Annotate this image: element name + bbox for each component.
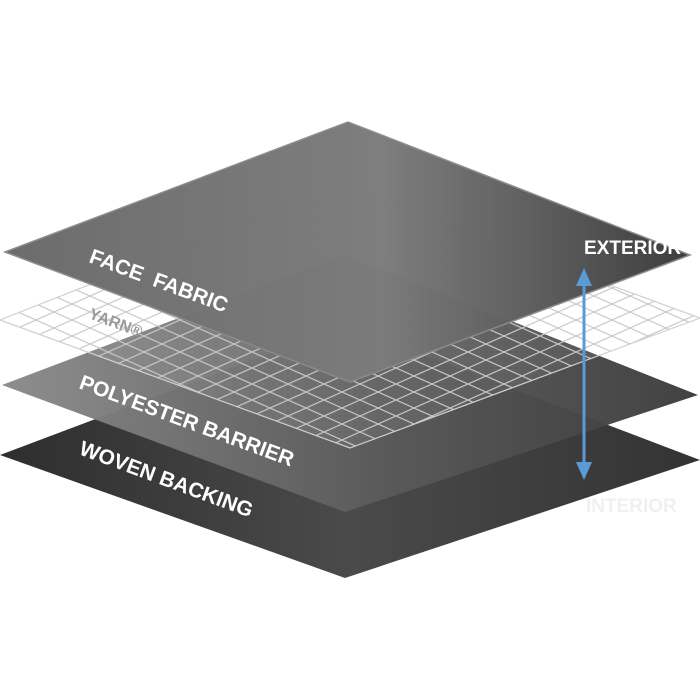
- interior-label: INTERIOR: [586, 496, 677, 517]
- face-fabric-layer: [2, 121, 693, 383]
- direction-arrow: [576, 268, 592, 480]
- exterior-label: EXTERIOR: [584, 238, 681, 259]
